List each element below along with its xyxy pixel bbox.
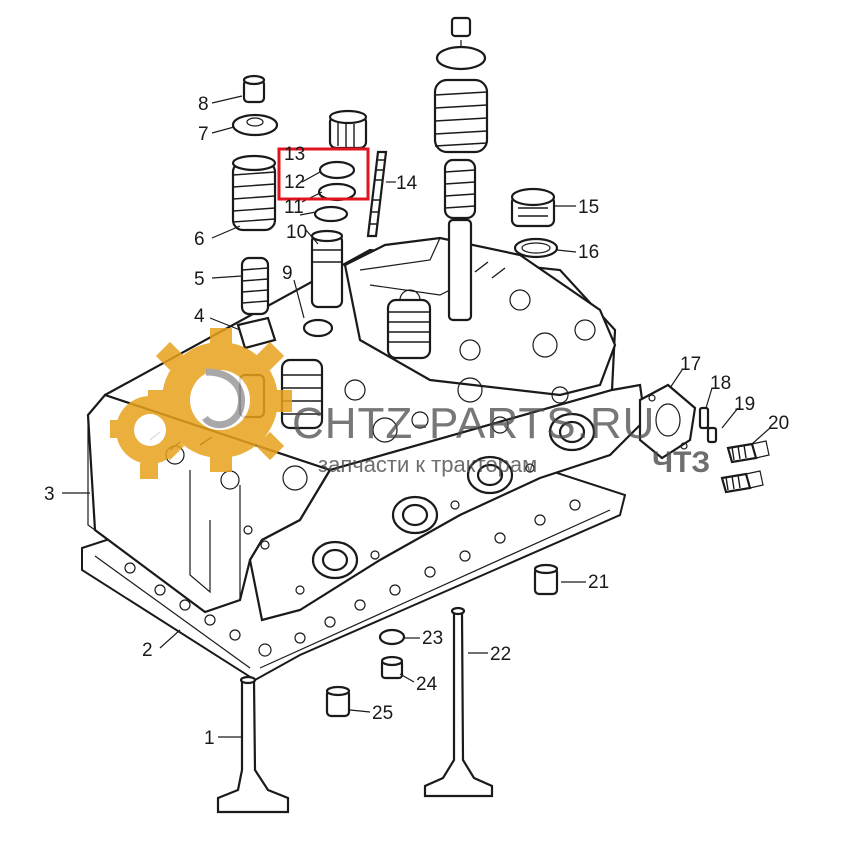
callout-23: 23 [422,628,443,649]
callout-9: 9 [282,263,293,284]
stud-bolt [366,150,388,238]
callout-3: 3 [44,484,55,505]
watermark-gear-logo [110,328,292,479]
callout-21: 21 [588,572,609,593]
small-pins [698,406,718,444]
exhaust-valve [423,606,494,798]
valve-washer [236,316,277,350]
highlight-box [277,147,370,201]
watermark-tagline: запчасти к тракторам [318,452,537,477]
callout-20: 20 [768,413,789,434]
leader-lines [62,95,771,738]
callout-25: 25 [372,703,393,724]
callout-2: 2 [142,640,153,661]
callout-6: 6 [194,229,205,250]
callout-16: 16 [578,242,599,263]
callout-24: 24 [416,674,438,695]
outer-valve-spring [231,154,277,232]
injector-sleeve [328,109,368,150]
guide-gasket [302,318,334,338]
flange-bolts [720,440,770,494]
exhaust-valve-assembly [433,16,489,322]
lock-washer [378,628,406,646]
hex-nut [380,655,404,680]
callout-11: 11 [284,197,304,218]
callout-5: 5 [194,269,205,290]
callout-12: 12 [284,172,305,193]
callout-22: 22 [490,644,511,665]
callout-13: 13 [284,144,305,165]
callout-17: 17 [680,354,701,375]
watermark-site: CHTZ-PARTS.RU [292,399,655,448]
callout-15: 15 [578,197,599,218]
plug-cap [510,187,556,228]
valve-guide [310,229,344,309]
plug-washer [513,237,559,259]
watermark-brand: ЧТЗ [652,446,710,479]
callout-10: 10 [286,222,307,243]
seal-ring-lower [313,205,349,223]
callout-7: 7 [198,124,209,145]
callout-14: 14 [396,173,418,194]
callout-numbers: 8 7 13 12 14 6 11 10 15 16 9 5 4 17 18 1… [44,94,789,749]
callout-18: 18 [710,373,731,394]
intake-valve [216,675,290,814]
callout-19: 19 [734,394,755,415]
inner-valve-spring [240,256,270,316]
callout-1: 1 [204,728,215,749]
callout-8: 8 [198,94,209,115]
bushing [533,563,559,596]
callout-4: 4 [194,306,205,327]
valve-cap [242,74,266,104]
seal-ring-upper [318,160,356,180]
flange-gasket [638,383,697,460]
spring-plate [231,113,279,137]
guide-bushing [325,685,351,718]
